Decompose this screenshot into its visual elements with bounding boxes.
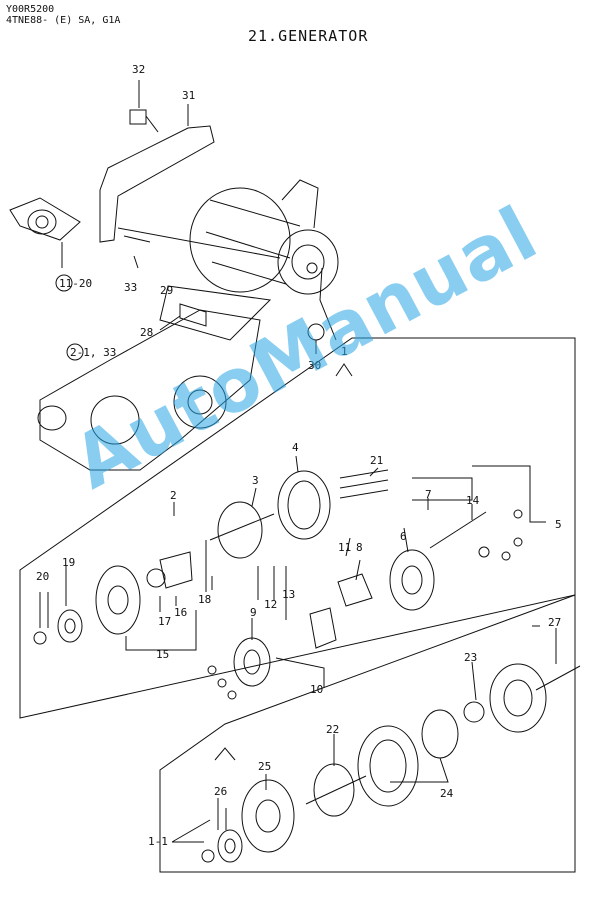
assembly-frame-1 — [19, 337, 576, 719]
nut-20-part — [33, 631, 47, 645]
generator-body-part — [189, 179, 339, 295]
callout-20: 20 — [36, 570, 49, 583]
callout-15: 15 — [156, 648, 169, 661]
rectifier-9-part — [233, 637, 271, 687]
engine-model: 4TNE88- (E) SA, G1A — [6, 15, 121, 26]
bolt-27-part — [535, 665, 581, 691]
bolts-21-part — [339, 469, 389, 499]
callout-11: 11 — [338, 541, 351, 554]
callout-13: 13 — [282, 588, 295, 601]
regulator-8-part — [337, 573, 373, 607]
plate-16-part — [159, 551, 193, 589]
rotor-22-part — [305, 763, 367, 817]
callout-26: 26 — [214, 785, 227, 798]
callout-27: 27 — [548, 616, 561, 629]
callout-16: 16 — [174, 606, 187, 619]
gear-case-part — [37, 309, 261, 471]
callout-2: 2 — [170, 489, 177, 502]
callout-24: 24 — [440, 787, 454, 800]
callout-31: 31 — [182, 89, 195, 102]
callout-18: 18 — [198, 593, 211, 606]
callout-3: 3 — [252, 474, 259, 487]
assembly-frame-1-1 — [159, 594, 576, 873]
callout-8: 8 — [356, 541, 363, 554]
pulley-26-part — [217, 829, 243, 863]
callout-33: 33 — [124, 281, 137, 294]
callout-25: 25 — [258, 760, 271, 773]
stator-24-part — [357, 725, 419, 807]
callout-5: 5 — [555, 518, 562, 531]
callout-10: 10 — [310, 683, 323, 696]
bolt-29-part — [117, 227, 281, 259]
mount-bracket-part — [99, 125, 215, 243]
callout-11-20: 11-20 — [59, 277, 92, 290]
callout-7: 7 — [425, 488, 432, 501]
callout-14: 14 — [466, 494, 480, 507]
rear-housing-23-part — [489, 663, 547, 733]
page-title: 21.GENERATOR — [248, 27, 369, 45]
callout-32: 32 — [132, 63, 145, 76]
callout-29: 29 — [160, 284, 173, 297]
callout-2-1-33: 2-1, 33 — [70, 346, 116, 359]
stator-4-part — [277, 470, 331, 540]
callout-17: 17 — [158, 615, 171, 628]
callout-23: 23 — [464, 651, 477, 664]
callout-1: 1 — [341, 345, 348, 358]
idler-pulley-part — [9, 197, 81, 241]
callout-22: 22 — [326, 723, 339, 736]
callout-12: 12 — [264, 598, 277, 611]
callout-9: 9 — [250, 606, 257, 619]
callout-21: 21 — [370, 454, 383, 467]
callout-28: 28 — [140, 326, 153, 339]
terminal-14-part — [429, 511, 487, 549]
pulley-19-part — [57, 609, 83, 643]
callout-30: 30 — [308, 359, 321, 372]
rectifier-1-1-part — [421, 709, 459, 759]
front-cover-part — [95, 565, 141, 635]
rotor-3-part — [209, 501, 275, 559]
front-housing-25-part — [241, 779, 295, 853]
callout-1-1: 1-1 — [148, 835, 168, 848]
bolt-32-part — [129, 109, 159, 133]
spacer-28-part — [179, 303, 207, 327]
callout-4: 4 — [292, 441, 299, 454]
callout-19: 19 — [62, 556, 75, 569]
rear-cover-6-part — [389, 549, 435, 611]
callout-6: 6 — [400, 530, 407, 543]
bearing-17-part — [146, 568, 166, 588]
brush-holder-10-part — [309, 607, 337, 649]
document-code: Y00R5200 — [6, 4, 55, 15]
